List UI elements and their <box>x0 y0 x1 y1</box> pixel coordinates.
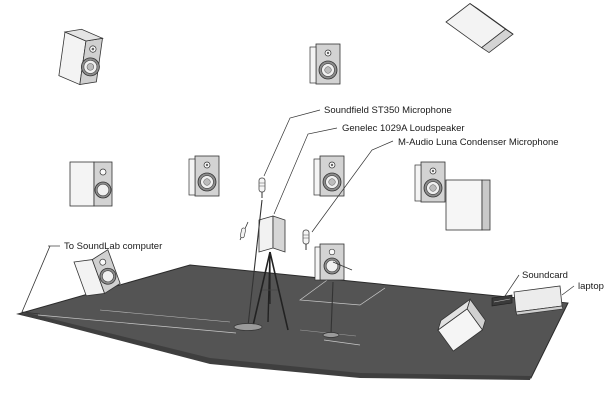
leader-lines <box>48 109 575 297</box>
microphone-icon <box>258 177 266 199</box>
speaker-icon <box>414 161 446 203</box>
speaker-icon <box>445 179 491 231</box>
laptop-icon <box>513 285 564 316</box>
cable-to-soundlab <box>21 245 51 315</box>
speaker-icon <box>188 155 220 197</box>
speaker-icon <box>313 155 345 197</box>
mic-stand-icon <box>322 261 353 338</box>
genelec-label: Genelec 1029A Loudspeaker <box>342 123 465 134</box>
microphone-icon <box>240 227 246 239</box>
mic-stand-icon <box>233 199 263 331</box>
speaker-icon <box>445 3 514 54</box>
floor <box>16 264 569 380</box>
speaker-icon <box>69 161 113 207</box>
soundfield-label: Soundfield ST350 Microphone <box>324 105 452 116</box>
speaker-icon <box>309 43 341 85</box>
speaker-icon <box>57 26 105 88</box>
soundcard-label: Soundcard <box>522 270 568 281</box>
microphone-icon <box>302 229 310 251</box>
speaker-icon <box>314 243 345 281</box>
tripod-icon <box>251 251 289 331</box>
laptop-label: laptop <box>578 281 604 292</box>
maudio-label: M-Audio Luna Condenser Microphone <box>398 137 559 148</box>
speaker-icon <box>73 249 121 297</box>
speaker-icon <box>437 298 486 352</box>
soundlab-label: To SoundLab computer <box>64 241 162 252</box>
speaker-icon <box>258 215 286 253</box>
